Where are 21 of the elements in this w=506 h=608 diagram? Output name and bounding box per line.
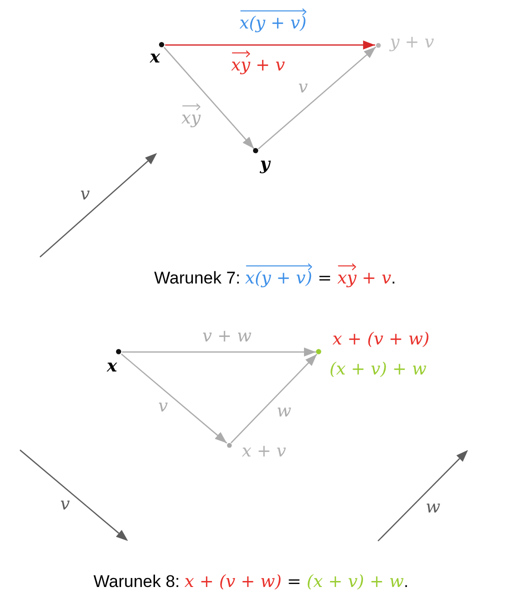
vector-label: v <box>80 184 90 206</box>
edge-label: xy <box>181 102 201 130</box>
point-label: x + (v + w) <box>332 329 430 351</box>
vector-label: v <box>60 494 70 516</box>
point-label: x <box>106 356 118 378</box>
point-label: x + v <box>242 441 286 463</box>
point-label: x <box>150 47 160 69</box>
arrow <box>164 46 254 150</box>
arrow <box>165 40 376 50</box>
vector-label: w <box>426 497 440 519</box>
math-label: xy + v <box>231 49 285 77</box>
caption: Warunek 7: x(y + v) = xy + v. <box>154 262 396 290</box>
point-label: y <box>260 154 270 176</box>
point-label: y + v <box>390 32 434 54</box>
caption: Warunek 8: x + (v + w) = (x + v) + w. <box>93 570 409 594</box>
arrow <box>122 348 316 356</box>
point-label: (x + v) + w <box>329 359 427 381</box>
arrow <box>258 46 376 150</box>
edge-label: x(y + v) <box>239 7 307 35</box>
arrow <box>120 354 228 444</box>
arrow <box>230 354 318 444</box>
